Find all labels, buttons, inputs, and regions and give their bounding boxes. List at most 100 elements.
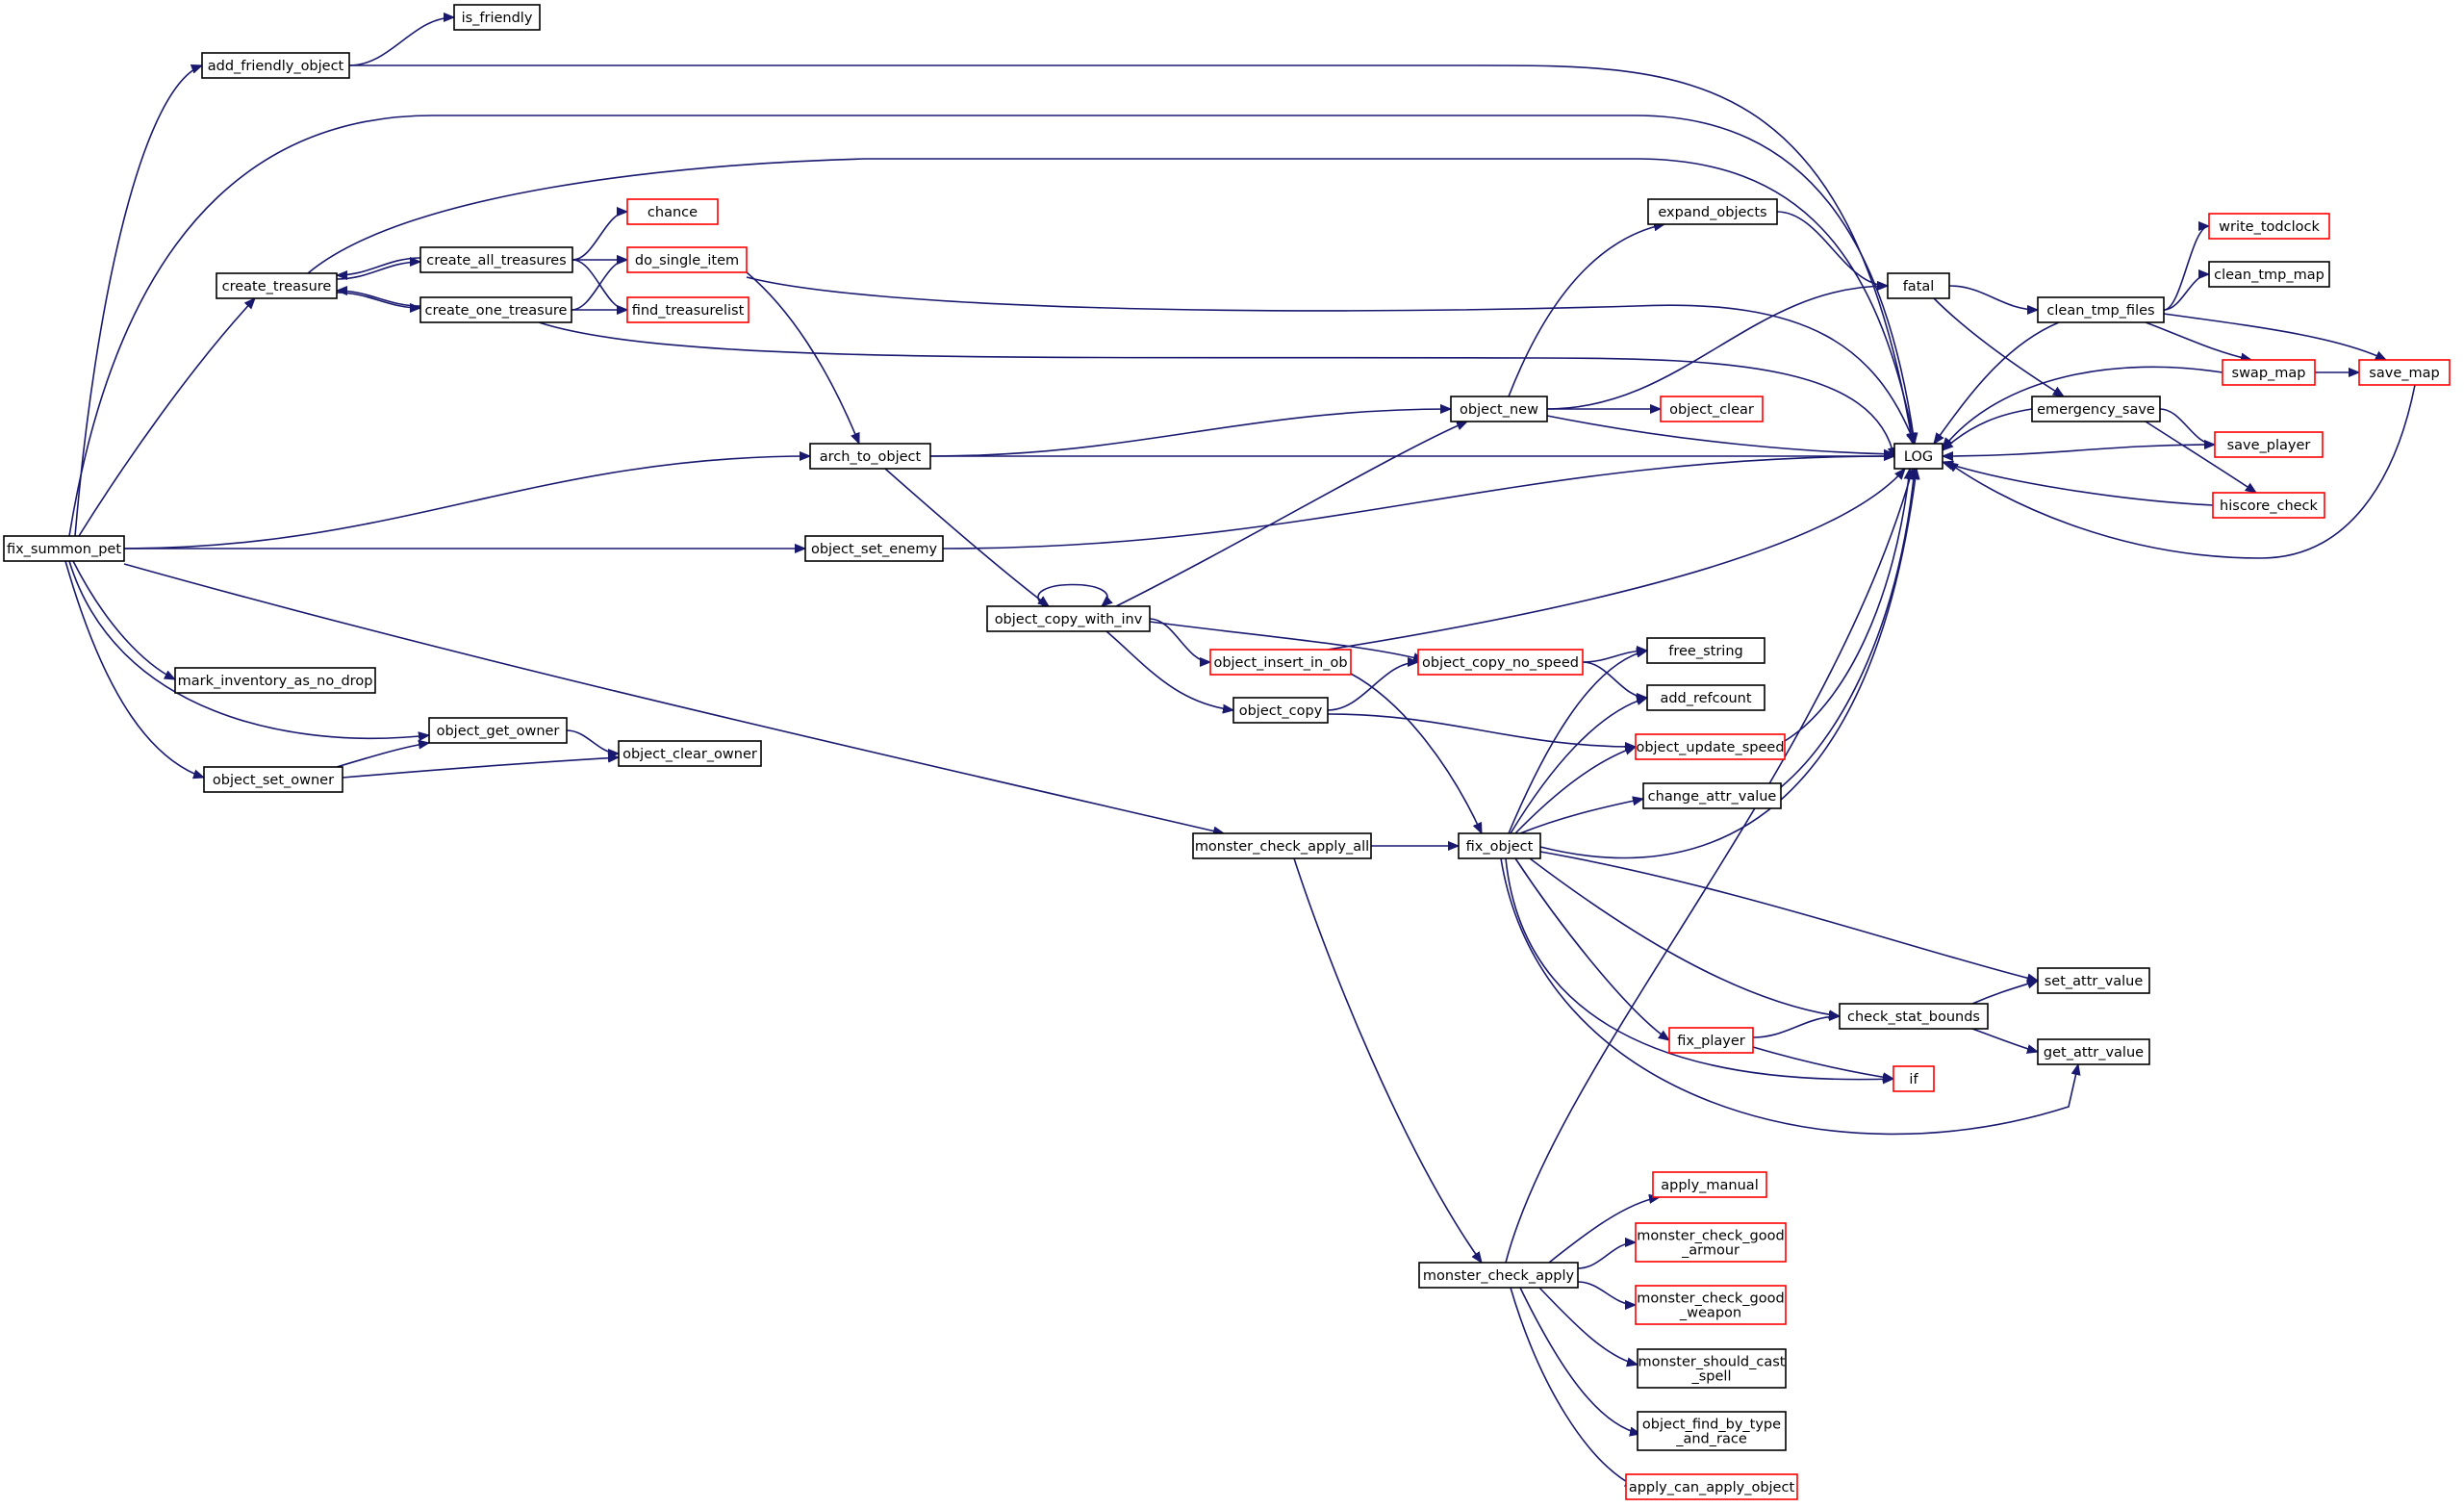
node-box[interactable] — [3, 535, 125, 562]
node-apply_manual[interactable]: apply_manual — [1652, 1171, 1767, 1198]
node-free_string[interactable]: free_string — [1646, 637, 1765, 664]
node-box[interactable] — [1232, 697, 1329, 724]
node-object_copy_no_speed[interactable]: object_copy_no_speed — [1417, 649, 1584, 676]
node-arch_to_object[interactable]: arch_to_object — [809, 443, 931, 470]
node-object_new[interactable]: object_new — [1450, 396, 1548, 422]
node-box[interactable] — [2208, 261, 2330, 288]
node-write_todclock[interactable]: write_todclock — [2208, 213, 2330, 240]
node-box[interactable] — [1660, 396, 1764, 422]
node-box[interactable] — [809, 443, 931, 470]
node-box[interactable] — [626, 246, 748, 273]
node-box[interactable] — [203, 766, 343, 793]
node-object_copy_with_inv[interactable]: object_copy_with_inv — [986, 605, 1151, 632]
node-box[interactable] — [2358, 359, 2451, 386]
node-box[interactable] — [1647, 198, 1778, 225]
node-box[interactable] — [2037, 296, 2165, 323]
node-do_single_item[interactable]: do_single_item — [626, 246, 748, 273]
node-fix_player[interactable]: fix_player — [1668, 1027, 1754, 1054]
node-set_attr_value[interactable]: set_attr_value — [2037, 967, 2150, 994]
node-object_set_owner[interactable]: object_set_owner — [203, 766, 343, 793]
node-save_map[interactable]: save_map — [2358, 359, 2451, 386]
node-create_treasure[interactable]: create_treasure — [216, 272, 338, 299]
node-fatal[interactable]: fatal — [1887, 272, 1950, 299]
node-chance[interactable]: chance — [626, 198, 719, 225]
node-box[interactable] — [1458, 832, 1541, 859]
node-box[interactable] — [419, 246, 573, 273]
node-fix_summon_pet[interactable]: fix_summon_pet — [3, 535, 125, 562]
node-object_clear[interactable]: object_clear — [1660, 396, 1764, 422]
node-box[interactable] — [1637, 1411, 1787, 1451]
node-is_friendly[interactable]: is_friendly — [453, 4, 541, 31]
node-object_set_enemy[interactable]: object_set_enemy — [804, 535, 944, 562]
node-box[interactable] — [1209, 649, 1352, 676]
node-clean_tmp_files[interactable]: clean_tmp_files — [2037, 296, 2165, 323]
node-box[interactable] — [1642, 782, 1782, 809]
node-apply_can_apply_object[interactable]: apply_can_apply_object — [1625, 1473, 1798, 1500]
node-box[interactable] — [216, 272, 338, 299]
node-mark_inventory_as_no_drop[interactable]: mark_inventory_as_no_drop — [174, 667, 376, 694]
node-fix_object[interactable]: fix_object — [1458, 832, 1541, 859]
node-create_one_treasure[interactable]: create_one_treasure — [419, 296, 572, 323]
node-box[interactable] — [1887, 272, 1950, 299]
node-box[interactable] — [1839, 1003, 1989, 1030]
node-box[interactable] — [1892, 1065, 1935, 1092]
node-emergency_save[interactable]: emergency_save — [2031, 396, 2161, 422]
node-box[interactable] — [2037, 967, 2150, 994]
node-box[interactable] — [1635, 733, 1786, 760]
node-object_find_by_type_and_race[interactable]: object_find_by_type_and_race — [1637, 1411, 1787, 1451]
node-box[interactable] — [1646, 684, 1765, 711]
node-monster_check_good_armour[interactable]: monster_check_good_armour — [1635, 1222, 1787, 1263]
node-find_treasurelist[interactable]: find_treasurelist — [626, 296, 749, 323]
node-box[interactable] — [1652, 1171, 1767, 1198]
node-save_player[interactable]: save_player — [2214, 431, 2324, 458]
node-box[interactable] — [626, 296, 749, 323]
node-box[interactable] — [1417, 649, 1584, 676]
node-box[interactable] — [986, 605, 1151, 632]
node-box[interactable] — [1192, 832, 1372, 859]
node-object_get_owner[interactable]: object_get_owner — [428, 717, 568, 744]
node-change_attr_value[interactable]: change_attr_value — [1642, 782, 1782, 809]
node-monster_check_apply[interactable]: monster_check_apply — [1418, 1262, 1579, 1289]
node-box[interactable] — [2214, 431, 2324, 458]
node-box[interactable] — [1637, 1348, 1787, 1389]
node-box[interactable] — [2031, 396, 2161, 422]
node-box[interactable] — [2212, 492, 2325, 519]
node-get_attr_value[interactable]: get_attr_value — [2037, 1038, 2150, 1065]
node-box[interactable] — [804, 535, 944, 562]
node-box[interactable] — [2208, 213, 2330, 240]
node-clean_tmp_map[interactable]: clean_tmp_map — [2208, 261, 2330, 288]
node-box[interactable] — [419, 296, 572, 323]
node-box[interactable] — [1668, 1027, 1754, 1054]
node-object_update_speed[interactable]: object_update_speed — [1635, 733, 1786, 760]
node-box[interactable] — [1635, 1222, 1787, 1263]
node-box[interactable] — [618, 740, 762, 767]
node-box[interactable] — [626, 198, 719, 225]
node-box[interactable] — [1625, 1473, 1798, 1500]
node-LOG[interactable]: LOG — [1893, 443, 1943, 470]
node-check_stat_bounds[interactable]: check_stat_bounds — [1839, 1003, 1989, 1030]
node-object_insert_in_ob[interactable]: object_insert_in_ob — [1209, 649, 1352, 676]
node-swap_map[interactable]: swap_map — [2222, 359, 2316, 386]
node-box[interactable] — [428, 717, 568, 744]
node-add_friendly_object[interactable]: add_friendly_object — [201, 52, 350, 79]
node-object_copy[interactable]: object_copy — [1232, 697, 1329, 724]
node-monster_check_apply_all[interactable]: monster_check_apply_all — [1192, 832, 1372, 859]
node-hiscore_check[interactable]: hiscore_check — [2212, 492, 2325, 519]
node-box[interactable] — [1450, 396, 1548, 422]
node-box[interactable] — [174, 667, 376, 694]
node-box[interactable] — [1418, 1262, 1579, 1289]
node-monster_check_good_weapon[interactable]: monster_check_good_weapon — [1635, 1285, 1787, 1325]
node-box[interactable] — [2222, 359, 2316, 386]
node-box[interactable] — [201, 52, 350, 79]
node-box[interactable] — [1893, 443, 1943, 470]
node-monster_should_cast_spell[interactable]: monster_should_cast_spell — [1637, 1348, 1787, 1389]
node-object_clear_owner[interactable]: object_clear_owner — [618, 740, 762, 767]
node-box[interactable] — [2037, 1038, 2150, 1065]
node-create_all_treasures[interactable]: create_all_treasures — [419, 246, 573, 273]
node-if[interactable]: if — [1892, 1065, 1935, 1092]
node-box[interactable] — [1646, 637, 1765, 664]
node-expand_objects[interactable]: expand_objects — [1647, 198, 1778, 225]
node-box[interactable] — [1635, 1285, 1787, 1325]
node-box[interactable] — [453, 4, 541, 31]
node-add_refcount[interactable]: add_refcount — [1646, 684, 1765, 711]
